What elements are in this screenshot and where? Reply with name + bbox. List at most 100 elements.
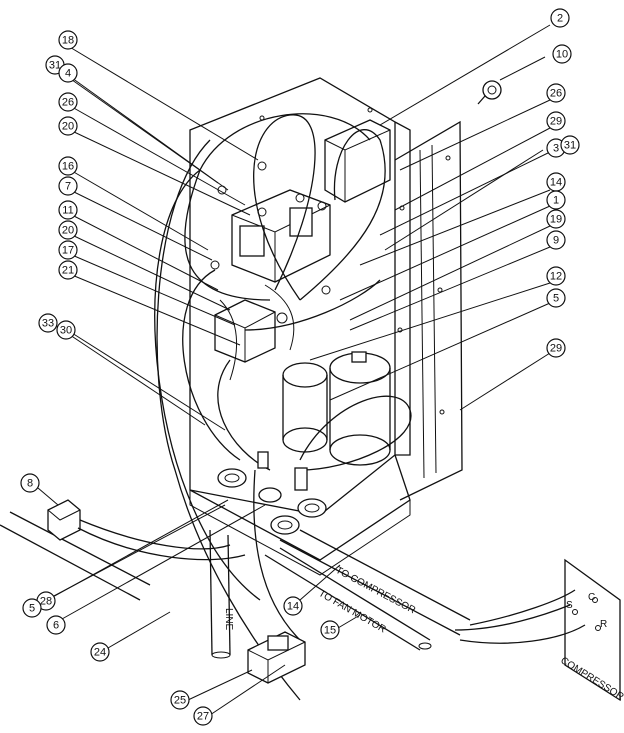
callout-26b: 26 <box>546 83 566 103</box>
callout-number: 8 <box>27 478 33 490</box>
callout-circle <box>46 615 66 635</box>
callout-number: 26 <box>550 88 562 100</box>
callout-number: 14 <box>287 601 299 613</box>
callout-10: 10 <box>552 44 572 64</box>
callout-number: 1 <box>553 195 559 207</box>
callout-14a: 14 <box>546 172 566 192</box>
callout-circle <box>58 92 78 112</box>
callout-6: 6 <box>46 615 66 635</box>
callout-number: 20 <box>62 225 74 237</box>
callout-number: 21 <box>62 265 74 277</box>
compressor-terminal-plate: S C R COMPRESSOR <box>558 558 624 703</box>
callout-5b: 5 <box>22 598 42 618</box>
callout-number: 11 <box>62 205 73 217</box>
callout-4: 4 <box>58 63 78 83</box>
callout-20b: 20 <box>58 220 78 240</box>
callout-circle <box>170 690 190 710</box>
callout-circle <box>193 706 213 726</box>
callout-circle <box>58 30 78 50</box>
callout-circle <box>58 260 78 280</box>
conduits <box>0 511 586 659</box>
callout-19: 19 <box>546 209 566 229</box>
callout-8: 8 <box>20 473 40 493</box>
callout-circle <box>283 596 303 616</box>
callout-circle <box>58 116 78 136</box>
callout-number: 9 <box>553 235 559 247</box>
callout-number: 2 <box>557 13 563 25</box>
callout-circle <box>546 209 566 229</box>
callout-number: 5 <box>553 293 559 305</box>
callout-number: 30 <box>60 325 72 337</box>
callout-26a: 26 <box>58 92 78 112</box>
callout-28: 28 <box>36 591 56 611</box>
callout-number: 6 <box>53 620 59 632</box>
callout-circle <box>90 642 110 662</box>
callout-17: 17 <box>58 240 78 260</box>
callout-circle <box>58 220 78 240</box>
callout-number: 28 <box>40 596 52 608</box>
callout-circle <box>560 135 580 155</box>
callout-9: 9 <box>546 230 566 250</box>
callout-2: 2 <box>550 8 570 28</box>
callout-circle <box>546 288 566 308</box>
callout-12: 12 <box>546 266 566 286</box>
callout-number: 26 <box>62 97 74 109</box>
callout-number: 20 <box>62 121 74 133</box>
callout-number: 31 <box>49 60 61 72</box>
callout-33: 33 <box>38 313 58 333</box>
callout-number: 12 <box>550 271 562 283</box>
callout-number: 14 <box>550 177 562 189</box>
callout-number: 7 <box>65 181 71 193</box>
callout-number: 19 <box>550 214 562 226</box>
callout-21: 21 <box>58 260 78 280</box>
callout-number: 4 <box>65 68 71 80</box>
terminal-block <box>247 631 306 684</box>
callout-circle <box>58 176 78 196</box>
callout-circle <box>58 63 78 83</box>
callout-circle <box>546 111 566 131</box>
callout-circle <box>550 8 570 28</box>
callout-circle <box>546 190 566 210</box>
wiring <box>154 113 412 701</box>
callout-number: 3 <box>553 143 559 155</box>
terminal-s-label: S <box>566 600 573 611</box>
screw-10 <box>477 80 502 105</box>
terminal-c-label: C <box>588 592 595 603</box>
start-relay <box>214 299 288 363</box>
compressor-label: COMPRESSOR <box>558 655 624 703</box>
callout-number: 17 <box>62 245 74 257</box>
callout-29a: 29 <box>546 111 566 131</box>
callout-circle <box>38 313 58 333</box>
callout-circle <box>546 266 566 286</box>
callout-number: 5 <box>29 603 35 615</box>
callout-number: 18 <box>62 35 74 47</box>
callout-14b: 14 <box>283 596 303 616</box>
callout-16: 16 <box>58 156 78 176</box>
callout-31b: 31 <box>560 135 580 155</box>
callout-number: 27 <box>197 711 209 723</box>
callout-circle <box>546 230 566 250</box>
callout-number: 29 <box>550 116 562 128</box>
callout-circle <box>320 620 340 640</box>
callout-27: 27 <box>193 706 213 726</box>
start-capacitor <box>329 351 391 466</box>
callout-circle <box>22 598 42 618</box>
callout-11: 11 <box>58 200 78 220</box>
callout-number: 31 <box>564 140 576 152</box>
callout-number: 24 <box>94 647 106 659</box>
callout-circle <box>20 473 40 493</box>
callout-20a: 20 <box>58 116 78 136</box>
callout-18: 18 <box>58 30 78 50</box>
callout-circle <box>546 338 566 358</box>
callout-29b: 29 <box>546 338 566 358</box>
callout-circle <box>58 200 78 220</box>
callout-circle <box>546 83 566 103</box>
callout-circle <box>58 240 78 260</box>
callout-number: 15 <box>324 625 336 637</box>
callout-30: 30 <box>56 320 76 340</box>
callout-15: 15 <box>320 620 340 640</box>
contactor <box>324 119 391 203</box>
callout-24: 24 <box>90 642 110 662</box>
